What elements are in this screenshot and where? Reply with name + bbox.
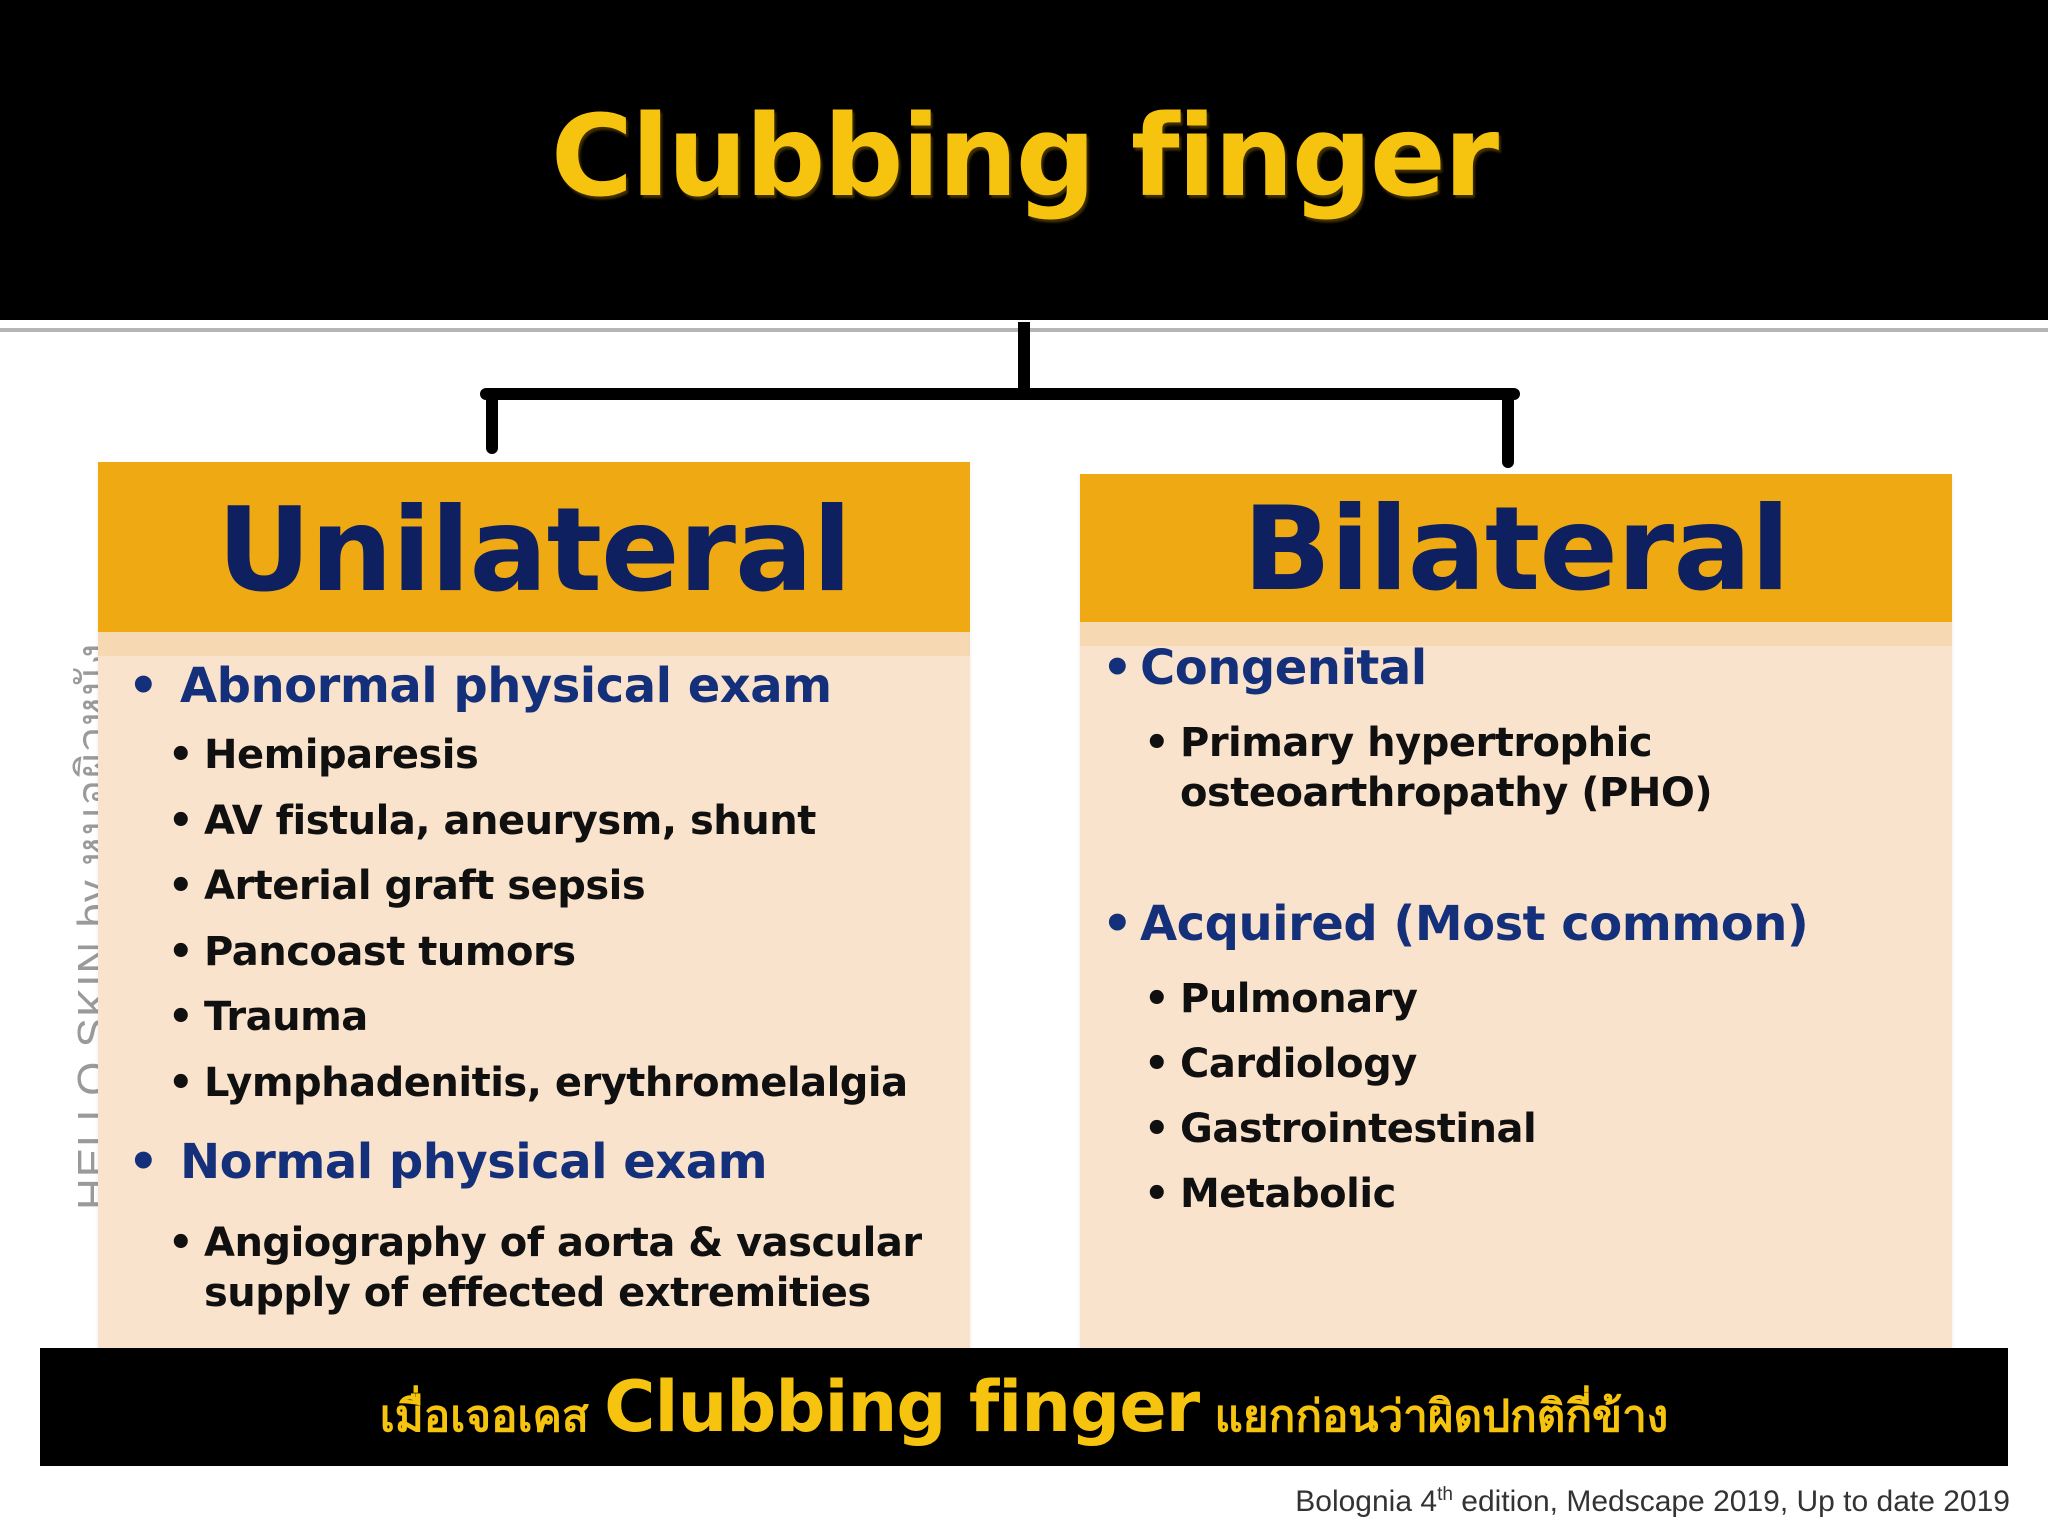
bullet-icon: • (1102, 896, 1133, 952)
list-item: •Arterial graft sepsis (168, 863, 646, 909)
bilateral-panel: Bilateral •Congenital •Primary hypertrop… (1080, 474, 1952, 1350)
slide-title: Clubbing finger (550, 92, 1499, 222)
list-item: •Pulmonary (1144, 976, 1418, 1022)
unilateral-header: Unilateral (98, 462, 970, 632)
branch-connector (480, 322, 1520, 468)
list-item: •Angiography of aorta & vascular supply … (168, 1220, 922, 1316)
banner-emphasis: Clubbing finger (604, 1366, 1200, 1448)
banner-lead-text: เมื่อเจอเคส (379, 1391, 589, 1442)
bullet-icon: • (168, 732, 194, 778)
category-abnormal-exam: •Abnormal physical exam (128, 658, 832, 714)
list-item: •Metabolic (1144, 1171, 1396, 1217)
citation: Bolognia 4th edition, Medscape 2019, Up … (1295, 1484, 2010, 1518)
unilateral-header-shadow (98, 632, 970, 656)
list-item: •Lymphadenitis, erythromelalgia (168, 1060, 908, 1106)
bullet-icon: • (128, 658, 159, 714)
bullet-icon: • (168, 1220, 194, 1266)
category-normal-exam: •Normal physical exam (128, 1134, 768, 1190)
bilateral-header-shadow (1080, 622, 1952, 646)
bullet-icon: • (1144, 1106, 1170, 1152)
list-item: •Trauma (168, 994, 368, 1040)
bullet-icon: • (1144, 1041, 1170, 1087)
bullet-icon: • (168, 863, 194, 909)
bullet-icon: • (1102, 640, 1133, 696)
title-bar: Clubbing finger (0, 0, 2048, 320)
bullet-icon: • (128, 1134, 159, 1190)
bullet-icon: • (168, 994, 194, 1040)
bilateral-header: Bilateral (1080, 474, 1952, 622)
list-item: •Primary hypertrophic osteoarthropathy (… (1144, 720, 1713, 816)
list-item: •AV fistula, aneurysm, shunt (168, 798, 816, 844)
category-acquired: •Acquired (Most common) (1102, 896, 1809, 952)
bullet-icon: • (1144, 720, 1170, 766)
bullet-icon: • (168, 798, 194, 844)
bottom-banner: เมื่อเจอเคส Clubbing finger แยกก่อนว่าผิ… (40, 1348, 2008, 1466)
bullet-icon: • (168, 929, 194, 975)
list-item: •Gastrointestinal (1144, 1106, 1537, 1152)
unilateral-panel: Unilateral •Abnormal physical exam •Hemi… (98, 462, 970, 1350)
banner-tail-text: แยกก่อนว่าผิดปกติกี่ข้าง (1214, 1391, 1669, 1442)
banner-text: เมื่อเจอเคส Clubbing finger แยกก่อนว่าผิ… (40, 1366, 2008, 1451)
bullet-icon: • (1144, 1171, 1170, 1217)
list-item: •Cardiology (1144, 1041, 1417, 1087)
bullet-icon: • (168, 1060, 194, 1106)
list-item: •Hemiparesis (168, 732, 479, 778)
category-congenital: •Congenital (1102, 640, 1427, 696)
bullet-icon: • (1144, 976, 1170, 1022)
list-item: •Pancoast tumors (168, 929, 576, 975)
